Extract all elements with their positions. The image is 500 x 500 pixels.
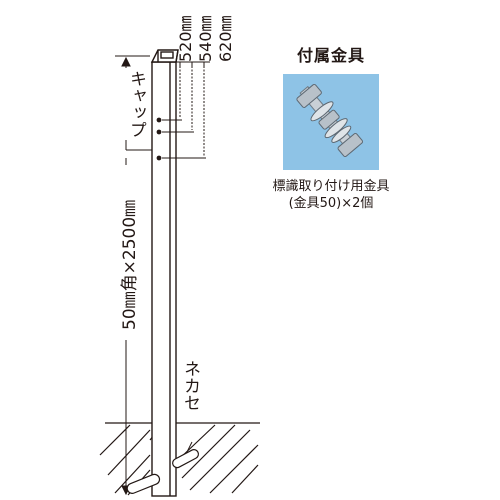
post [150, 49, 179, 497]
anchor-bar [126, 449, 200, 494]
dim-520-label: 520㎜ [176, 15, 195, 62]
anchor-label: ネカセ [180, 360, 200, 411]
accessory-title: 付属金具 [296, 46, 365, 65]
length-label: 50㎜角×2500㎜ [120, 200, 140, 330]
cap-label: キャップ [126, 70, 146, 138]
accessory-panel: 付属金具 標識取り付け用金具 (金具50)×2個 [262, 42, 400, 212]
dimension-lines [162, 61, 210, 159]
dim-620-label: 620㎜ [216, 15, 235, 62]
mounting-holes [156, 117, 162, 161]
bolt-nut-washer-icon [283, 74, 379, 170]
dim-540-label: 540㎜ [196, 15, 215, 62]
accessory-caption-line1: 標識取り付け用金具 [272, 179, 390, 194]
cap-dimension [115, 55, 152, 151]
accessory-caption-line2: (金具50)×2個 [288, 196, 374, 211]
